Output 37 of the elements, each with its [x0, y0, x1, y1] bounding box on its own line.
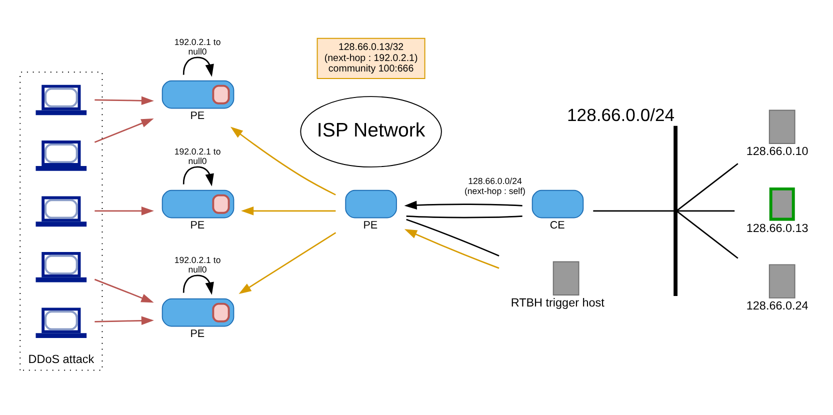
arrow [94, 316, 154, 325]
arrow [182, 166, 214, 186]
connector [593, 210, 674, 212]
cluster: DDoS attack [20, 71, 103, 370]
node-ellipse: ISP Network [300, 96, 442, 167]
connector [406, 215, 522, 218]
arrow [404, 228, 500, 268]
arrow [230, 126, 336, 195]
arrow [241, 206, 336, 215]
node-label: PE [190, 109, 205, 122]
edge-label: 192.0.2.1 to null0 [174, 254, 221, 274]
connector [676, 210, 738, 258]
edge-label: 192.0.2.1 to null0 [174, 146, 221, 166]
arrow [94, 278, 154, 302]
edge-label: 192.0.2.1 to null0 [174, 36, 221, 56]
arrow [182, 56, 214, 76]
node-label: 128.66.0.13 [746, 222, 808, 235]
connector [406, 218, 500, 256]
arrow [94, 96, 154, 105]
edge-label: 128.66.0.0/24 (next-hop : self) [464, 176, 526, 196]
connector [677, 210, 735, 212]
node-label: 128.66.0.24 [746, 298, 808, 312]
node-label: 128.66.0.0/24 [567, 104, 675, 124]
arrow [404, 200, 522, 210]
node-label: CE [550, 218, 565, 231]
arrow [94, 118, 154, 142]
node-bar [674, 125, 678, 296]
arrow [94, 206, 154, 215]
node-label: PE [363, 218, 378, 231]
node-label: 128.66.0.10 [746, 144, 808, 158]
arrow [238, 232, 336, 294]
node-label: PE [190, 218, 205, 231]
node-label: PE [190, 327, 205, 340]
arrow [182, 274, 214, 294]
connector [676, 162, 738, 210]
node-box: 128.66.0.13/32 (next-hop : 192.0.2.1) community 100:666 [316, 37, 426, 78]
node-label: RTBH trigger host [510, 296, 604, 309]
